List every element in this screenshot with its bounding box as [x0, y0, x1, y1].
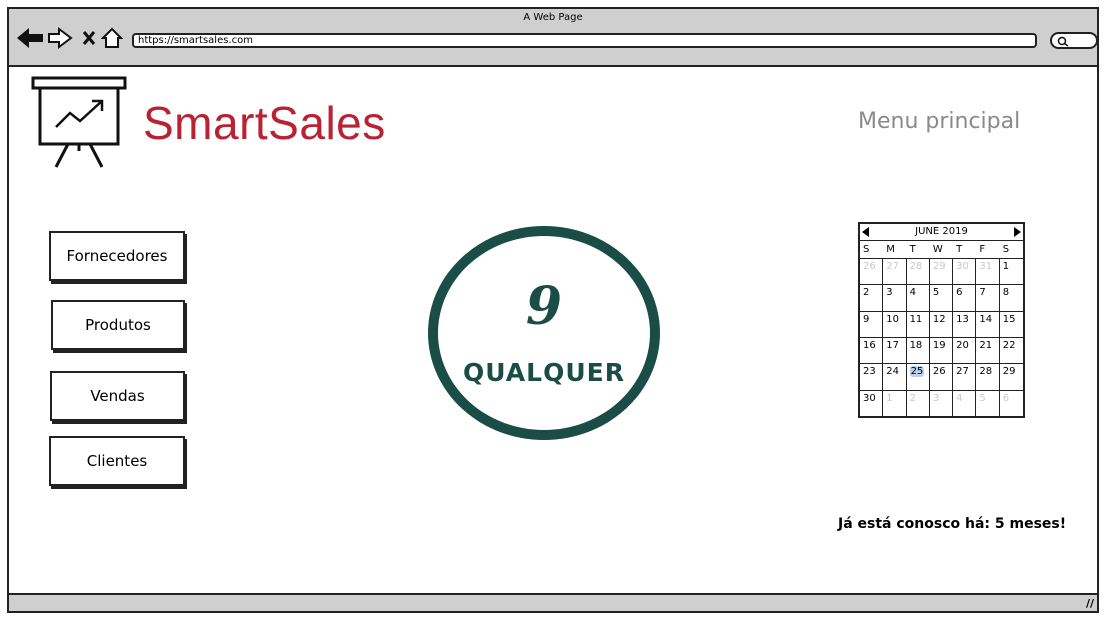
vendas-button[interactable]: Vendas	[50, 371, 185, 421]
calendar-day[interactable]: 5	[929, 284, 954, 311]
stop-button[interactable]	[81, 26, 97, 50]
calendar-day[interactable]: 30	[860, 389, 884, 416]
calendar-weekday: T	[909, 244, 916, 255]
status-bar: //	[9, 593, 1097, 611]
calendar-prev-icon[interactable]	[862, 227, 869, 237]
calendar-day[interactable]: 17	[883, 337, 907, 364]
forward-button[interactable]	[47, 26, 73, 50]
presentation-chart-icon	[31, 76, 127, 168]
calendar-day[interactable]: 6	[999, 389, 1023, 416]
close-icon	[82, 31, 96, 45]
calendar-day[interactable]: 4	[906, 284, 930, 311]
calendar-day[interactable]: 11	[906, 310, 930, 337]
page-title: Menu principal	[858, 109, 1021, 134]
calendar-day[interactable]: 18	[906, 337, 930, 364]
calendar-day[interactable]: 9	[860, 310, 884, 337]
calendar-day[interactable]: 10	[883, 310, 907, 337]
calendar-next-icon[interactable]	[1014, 227, 1021, 237]
calendar-weekday: S	[1002, 244, 1010, 255]
calendar-day[interactable]: 21	[976, 337, 1000, 364]
calendar-day[interactable]: 24	[883, 363, 907, 390]
calendar-header: JUNE 2019	[860, 224, 1023, 241]
calendar-day[interactable]: 26	[860, 258, 884, 285]
calendar-day[interactable]: 12	[929, 310, 954, 337]
address-bar[interactable]: https://smartsales.com	[132, 33, 1037, 48]
forward-arrow-icon	[48, 27, 73, 49]
calendar-weekday: M	[886, 244, 895, 255]
clientes-button[interactable]: Clientes	[49, 436, 185, 486]
calendar-day[interactable]: 15	[999, 310, 1023, 337]
calendar-weekday: T	[956, 244, 963, 255]
membership-duration: Já está conosco há: 5 meses!	[838, 516, 1067, 532]
calendar-day[interactable]: 2	[906, 389, 930, 416]
browser-chrome: A Web Page https://smartsales.com	[9, 9, 1098, 67]
brand-logo-text: SmartSales	[143, 97, 386, 149]
calendar-day[interactable]: 5	[976, 389, 1000, 416]
calendar-day[interactable]: 6	[953, 284, 977, 311]
search-button[interactable]	[1050, 32, 1098, 49]
calendar-day[interactable]: 8	[999, 284, 1023, 310]
calendar-day[interactable]: 13	[953, 310, 977, 337]
calendar-day[interactable]: 2	[860, 284, 884, 311]
calendar-day[interactable]: 16	[860, 337, 884, 364]
produtos-button[interactable]: Produtos	[51, 300, 185, 350]
calendar-day[interactable]: 30	[953, 258, 977, 285]
calendar-day[interactable]: 29	[999, 363, 1023, 389]
calendar-day[interactable]: 27	[953, 363, 977, 390]
calendar-day[interactable]: 19	[929, 337, 954, 364]
calendar-day[interactable]: 3	[929, 389, 954, 416]
back-button[interactable]	[15, 26, 45, 50]
calendar-day[interactable]: 4	[953, 389, 977, 416]
calendar-day-selected[interactable]: 25	[906, 363, 930, 390]
calendar-day[interactable]: 28	[976, 363, 1000, 390]
back-arrow-icon	[17, 28, 43, 48]
calendar-day[interactable]: 22	[999, 337, 1023, 363]
calendar-day[interactable]: 7	[976, 284, 1000, 311]
calendar-day[interactable]: 27	[883, 258, 907, 285]
resize-grip-icon[interactable]: //	[1085, 597, 1094, 610]
calendar-day[interactable]: 3	[883, 284, 907, 311]
counter-circle: 9 QUALQUER	[428, 226, 660, 440]
calendar-day[interactable]: 28	[906, 258, 930, 285]
calendar-day[interactable]: 31	[976, 258, 1000, 285]
calendar-month-label: JUNE 2019	[915, 226, 968, 237]
calendar-day[interactable]: 1	[883, 389, 907, 416]
counter-value: 9	[525, 276, 563, 337]
calendar-day[interactable]: 14	[976, 310, 1000, 337]
home-button[interactable]	[101, 26, 123, 50]
counter-label: QUALQUER	[463, 358, 625, 387]
calendar-day[interactable]: 23	[860, 363, 884, 390]
calendar-day[interactable]: 29	[929, 258, 954, 285]
calendar-weekday: F	[979, 244, 986, 255]
window-title: A Web Page	[523, 12, 583, 23]
calendar-day[interactable]: 1	[999, 258, 1023, 284]
home-icon	[101, 27, 123, 48]
fornecedores-button[interactable]: Fornecedores	[49, 231, 185, 281]
search-icon	[1057, 36, 1069, 47]
calendar-weekday: S	[863, 244, 870, 255]
calendar-day[interactable]: 26	[929, 363, 954, 390]
calendar-day[interactable]: 20	[953, 337, 977, 364]
calendar-weekday: W	[932, 244, 943, 255]
